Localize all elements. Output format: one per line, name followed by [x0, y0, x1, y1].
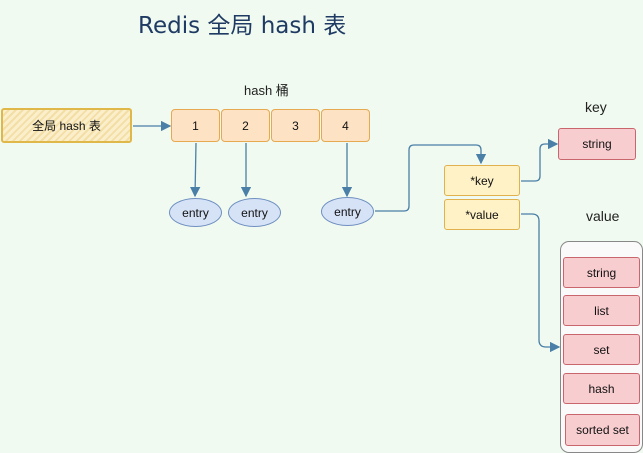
- value-type-set: set: [563, 334, 640, 365]
- bucket-2: 2: [221, 109, 270, 142]
- page-title: Redis 全局 hash 表: [138, 13, 347, 39]
- value-type-sorted-set: sorted set: [565, 414, 640, 446]
- arrow-value-to-types: [521, 213, 561, 353]
- arrow-bucket1-to-entry: [189, 142, 201, 198]
- bucket-1: 1: [171, 109, 220, 142]
- value-type-label: string: [586, 265, 617, 280]
- bucket-3: 3: [271, 109, 320, 142]
- bucket-4: 4: [321, 109, 370, 142]
- arrow-key-to-string: [521, 138, 559, 182]
- entry-node: entry: [228, 198, 281, 227]
- value-type-label: list: [594, 303, 609, 318]
- global-hash-table: 全局 hash 表: [1, 108, 132, 143]
- bucket-label: 1: [192, 118, 199, 133]
- entry-label: entry: [182, 205, 209, 220]
- arrow-entry-to-key: [375, 144, 487, 212]
- key-pointer-field: *key: [444, 165, 520, 196]
- value-type-list: list: [563, 295, 640, 326]
- key-type-string: string: [558, 128, 636, 160]
- value-section-label: value: [586, 208, 620, 224]
- value-type-label: set: [593, 342, 610, 357]
- entry-label: entry: [334, 204, 361, 219]
- value-pointer-label: *value: [465, 207, 499, 222]
- entry-label: entry: [241, 205, 268, 220]
- value-type-label: sorted set: [576, 423, 629, 437]
- entry-node: entry: [169, 198, 222, 227]
- key-section-label: key: [585, 99, 607, 115]
- hash-bucket-label: hash 桶: [244, 83, 289, 98]
- value-type-hash: hash: [563, 373, 640, 404]
- value-pointer-field: *value: [444, 199, 520, 230]
- key-pointer-label: *key: [470, 173, 494, 188]
- bucket-label: 4: [342, 118, 349, 133]
- key-type-label: string: [582, 137, 612, 151]
- global-hash-table-label: 全局 hash 表: [32, 119, 101, 133]
- entry-node: entry: [321, 197, 374, 226]
- bucket-label: 3: [292, 118, 299, 133]
- bucket-label: 2: [242, 118, 249, 133]
- value-type-label: hash: [588, 381, 615, 396]
- value-type-string: string: [563, 257, 640, 288]
